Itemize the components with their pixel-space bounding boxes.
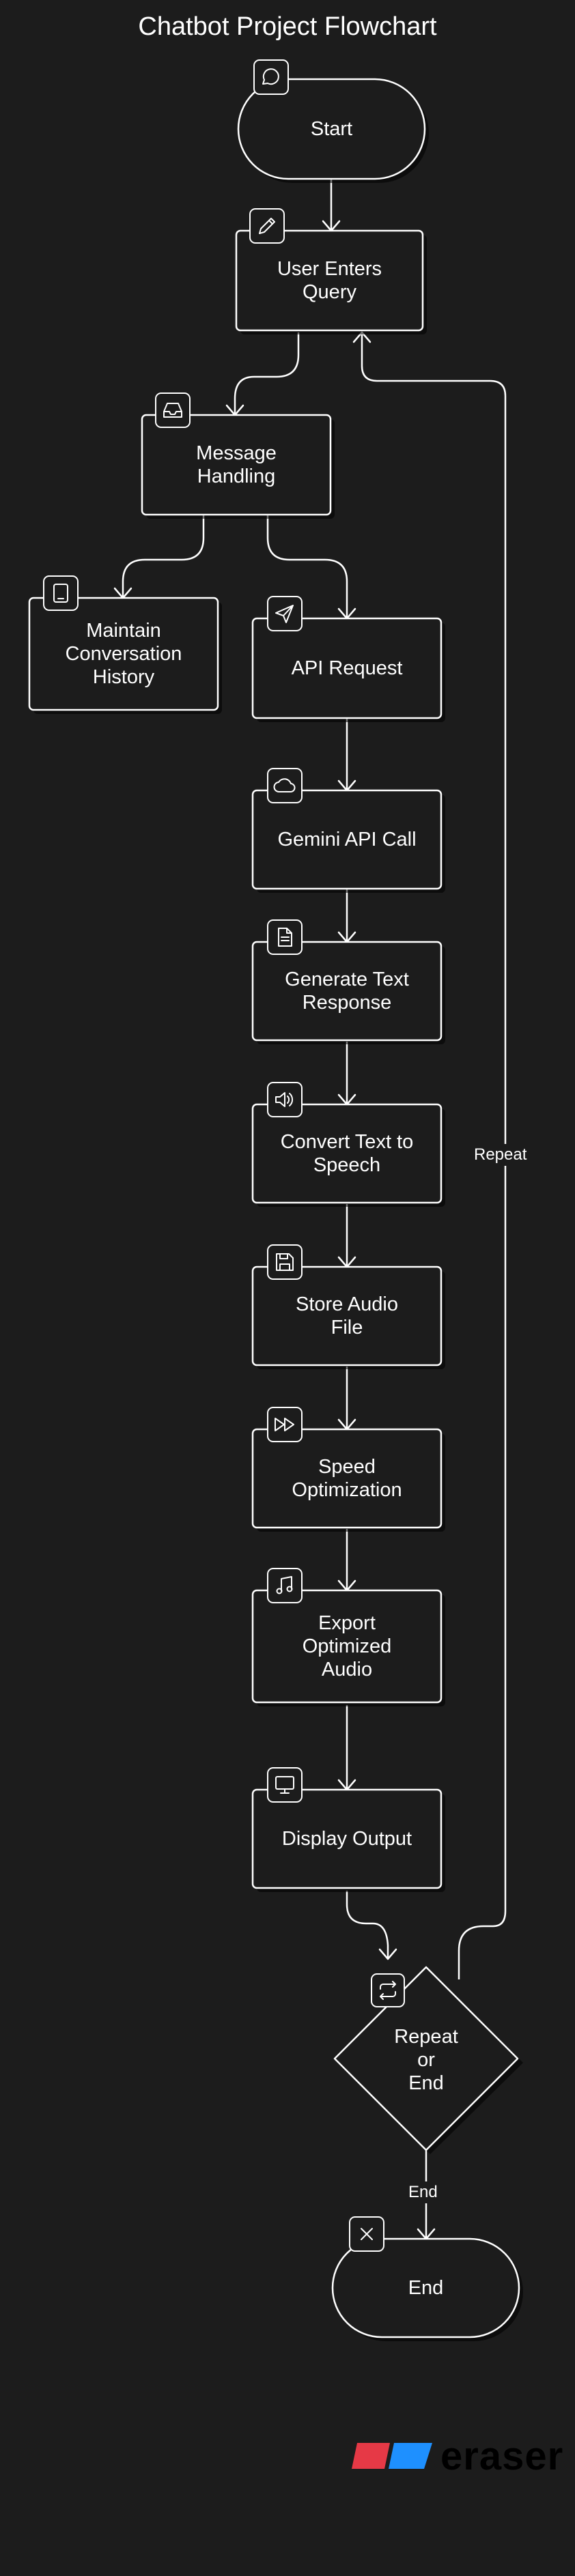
edge-display-to-decision xyxy=(346,1891,389,1959)
save-icon xyxy=(267,1244,303,1280)
send-icon xyxy=(267,596,303,631)
node-label-api-request: API Request xyxy=(291,657,403,679)
arrowhead xyxy=(378,1948,397,1960)
node-gemini[interactable] xyxy=(251,789,445,893)
node-tts[interactable] xyxy=(251,1103,445,1207)
node-speed[interactable] xyxy=(251,1428,445,1532)
edge-label-end: End xyxy=(406,2181,440,2203)
edge-query-to-message xyxy=(234,332,300,415)
eraser-logo-text: eraser xyxy=(440,2433,564,2478)
edge-repeat-loop xyxy=(361,332,507,1979)
inbox-icon xyxy=(155,392,191,428)
tablet-icon xyxy=(43,575,79,611)
node-label-speed: Speed Optimization xyxy=(292,1456,402,1501)
node-label-user-query: User Enters Query xyxy=(277,258,382,303)
node-label-gemini: Gemini API Call xyxy=(277,829,417,850)
node-label-generate-text: Generate Text Response xyxy=(285,969,409,1014)
node-history[interactable] xyxy=(28,597,222,714)
node-end[interactable] xyxy=(331,2237,523,2341)
eraser-logo: eraser xyxy=(352,2433,564,2478)
node-label-decision: Repeat or End xyxy=(394,2026,458,2094)
node-label-export-audio: Export Optimized Audio xyxy=(302,1612,392,1680)
eraser-logo-mark xyxy=(352,2443,432,2469)
close-icon xyxy=(349,2216,384,2252)
node-label-display: Display Output xyxy=(281,1828,412,1850)
edge-message-to-history xyxy=(122,514,205,598)
chat-bubble-icon xyxy=(253,59,289,95)
edge-message-to-api xyxy=(266,514,348,618)
fast-forward-icon xyxy=(267,1407,303,1442)
node-user-query[interactable] xyxy=(235,229,427,334)
node-start[interactable] xyxy=(237,78,429,183)
node-label-store-audio: Store Audio File xyxy=(296,1293,398,1339)
diagram-title: Chatbot Project Flowchart xyxy=(138,12,437,41)
document-icon xyxy=(267,919,303,955)
node-label-start: Start xyxy=(310,118,353,140)
node-label-end: End xyxy=(408,2277,444,2299)
cloud-icon xyxy=(267,768,303,803)
pencil-icon xyxy=(249,208,285,244)
node-api-request[interactable] xyxy=(251,617,445,722)
node-display[interactable] xyxy=(251,1788,445,1892)
speaker-icon xyxy=(267,1082,303,1117)
node-message-handling[interactable] xyxy=(141,414,335,519)
node-label-tts: Convert Text to Speech xyxy=(280,1131,414,1176)
node-generate-text[interactable] xyxy=(251,941,445,1044)
node-store-audio[interactable] xyxy=(251,1265,445,1369)
node-label-history: Maintain Conversation History xyxy=(65,620,182,688)
node-decision[interactable] xyxy=(333,1966,523,2154)
monitor-icon xyxy=(267,1767,303,1803)
node-label-message-handling: Message Handling xyxy=(196,442,277,487)
music-note-icon xyxy=(267,1568,303,1603)
edge-label-repeat: Repeat xyxy=(471,1144,530,1166)
repeat-icon xyxy=(371,1973,405,2007)
node-export-audio[interactable] xyxy=(251,1589,445,1706)
